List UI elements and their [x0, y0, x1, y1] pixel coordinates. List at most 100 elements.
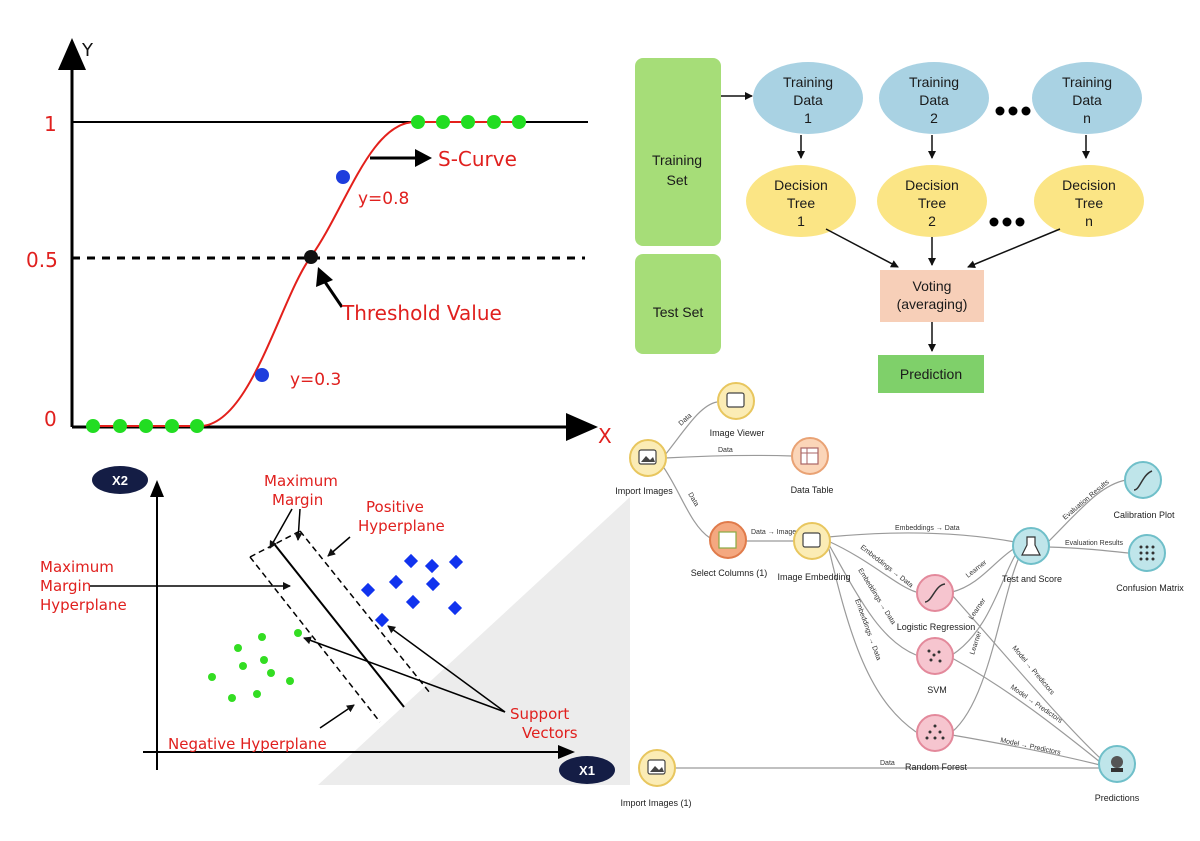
- edge-embedding-to-rf: [827, 544, 917, 733]
- edge-embedding-to-svm: [827, 542, 917, 656]
- node-label: Test and Score: [1002, 574, 1062, 584]
- edge-lr-to-test: [951, 547, 1016, 593]
- threshold-label: Threshold Value: [341, 301, 502, 325]
- node-image-embedding[interactable]: Image Embedding: [777, 522, 851, 582]
- x2-badge: [92, 466, 148, 494]
- node-test-and-score[interactable]: Test and Score: [1002, 527, 1062, 584]
- training-data-n-line2: Data: [1072, 92, 1102, 108]
- support-vectors-label-line2: Vectors: [522, 724, 578, 742]
- maximum-margin-hyperplane: [274, 544, 405, 708]
- test-set-box: [635, 254, 721, 354]
- workflow-diagram: Data Data Data Data → Images Embeddings …: [615, 382, 1184, 808]
- class-b-point: [403, 553, 419, 569]
- node-import-images-1[interactable]: Import Images (1): [620, 749, 692, 808]
- class-b-point: [360, 582, 376, 598]
- class-a-point: [234, 644, 242, 652]
- node-predictions[interactable]: Predictions: [1095, 745, 1140, 803]
- decision-tree-n: [1034, 165, 1144, 237]
- node-label: Random Forest: [905, 762, 968, 772]
- s-curve-label: S-Curve: [438, 147, 517, 171]
- y03-label: y=0.3: [290, 370, 341, 390]
- training-set-box: [635, 58, 721, 246]
- decision-tree-n-line1: Decision: [1062, 177, 1116, 193]
- training-data-n-line1: Training: [1062, 74, 1112, 90]
- x2-label: X2: [112, 473, 128, 488]
- forest-icon: [925, 724, 945, 740]
- edge-label-model-predictors: Model → Predictors: [1000, 737, 1062, 757]
- blue-point-y03: [255, 368, 269, 382]
- mm-hyperplane-label-line2: Margin: [40, 577, 91, 595]
- node-label: Image Viewer: [710, 428, 765, 438]
- training-data-1-line2: Data: [793, 92, 823, 108]
- green-point: [165, 419, 179, 433]
- support-vector-arrow-green: [303, 636, 506, 713]
- support-vector-arrow-blue: [387, 625, 506, 713]
- workflow-edges: [661, 401, 1129, 769]
- decision-tree-1: [746, 165, 856, 237]
- image-icon: [726, 392, 745, 408]
- mm-hyperplane-label-line3: Hyperplane: [40, 596, 127, 614]
- edge-svm-to-test: [951, 551, 1018, 656]
- ellipsis-dot: [989, 217, 999, 227]
- node-calibration-plot[interactable]: Calibration Plot: [1113, 461, 1175, 520]
- training-data-2-line2: Data: [919, 92, 949, 108]
- node-label: Confusion Matrix: [1116, 583, 1184, 593]
- training-set-label-line2: Set: [666, 172, 687, 188]
- training-data-n-line3: n: [1083, 110, 1091, 126]
- positive-hyperplane-label-line2: Hyperplane: [358, 517, 445, 535]
- threshold-arrow: [323, 281, 344, 308]
- test-set-label: Test Set: [653, 304, 704, 320]
- crystal-ball-icon: [1111, 756, 1123, 768]
- green-point: [139, 419, 153, 433]
- node-image-viewer[interactable]: Image Viewer: [710, 382, 765, 438]
- s-curve-arrowhead: [415, 149, 432, 167]
- ellipsis-dot: [1008, 106, 1018, 116]
- class-a-point: [267, 669, 275, 677]
- node-label: Import Images (1): [620, 798, 691, 808]
- edge-label-embeddings-data: Embeddings → Data: [895, 525, 960, 532]
- node-random-forest[interactable]: Random Forest: [905, 714, 968, 772]
- node-data-table[interactable]: Data Table: [791, 437, 834, 495]
- green-point: [86, 419, 100, 433]
- tick-label-0: 0: [44, 407, 57, 431]
- class-b-point: [448, 554, 464, 570]
- x-axis-label: X: [598, 424, 612, 448]
- node-svm[interactable]: SVM: [916, 637, 954, 695]
- node-select-columns[interactable]: Select Columns (1): [691, 521, 768, 578]
- training-data-1-line3: 1: [804, 110, 812, 126]
- x1-badge: [559, 756, 615, 784]
- edge-import-to-select: [661, 464, 711, 539]
- ellipsis-dot: [995, 106, 1005, 116]
- green-point: [512, 115, 526, 129]
- decision-tree-n-line2: Tree: [1075, 195, 1103, 211]
- green-point: [436, 115, 450, 129]
- node-logistic-regression[interactable]: Logistic Regression: [897, 574, 976, 632]
- class-a-point: [258, 633, 266, 641]
- edge-embedding-to-lr: [827, 540, 917, 593]
- node-label: Image Embedding: [777, 572, 850, 582]
- node-label: Calibration Plot: [1113, 510, 1175, 520]
- tick-label-1: 1: [44, 112, 57, 136]
- edge-label-learner: Learner: [965, 559, 989, 580]
- edge-embedding-to-test: [827, 532, 1016, 543]
- prediction-label: Prediction: [900, 366, 962, 382]
- random-forest-diagram: Training Set Test Set Training Data 1 Tr…: [635, 58, 1144, 393]
- class-a-point: [253, 690, 261, 698]
- class-b-point: [374, 612, 390, 628]
- decision-tree-2-line2: Tree: [918, 195, 946, 211]
- node-import-images[interactable]: Import Images: [615, 439, 673, 496]
- node-confusion-matrix[interactable]: Confusion Matrix: [1116, 534, 1184, 593]
- class-a-point: [260, 656, 268, 664]
- class-b-point: [388, 574, 404, 590]
- class-b-point: [447, 600, 463, 616]
- y08-label: y=0.8: [358, 189, 409, 209]
- class-a-point: [239, 662, 247, 670]
- x-axis-arrowhead: [566, 413, 598, 441]
- calibration-icon: [1133, 470, 1153, 491]
- x1-axis-arrowhead: [558, 745, 575, 759]
- flask-icon: [1021, 536, 1041, 556]
- matrix-icon: [1139, 545, 1155, 561]
- decision-tree-1-line1: Decision: [774, 177, 828, 193]
- svm-diagram: X2 X1 Maximum Margin Positive: [40, 466, 630, 785]
